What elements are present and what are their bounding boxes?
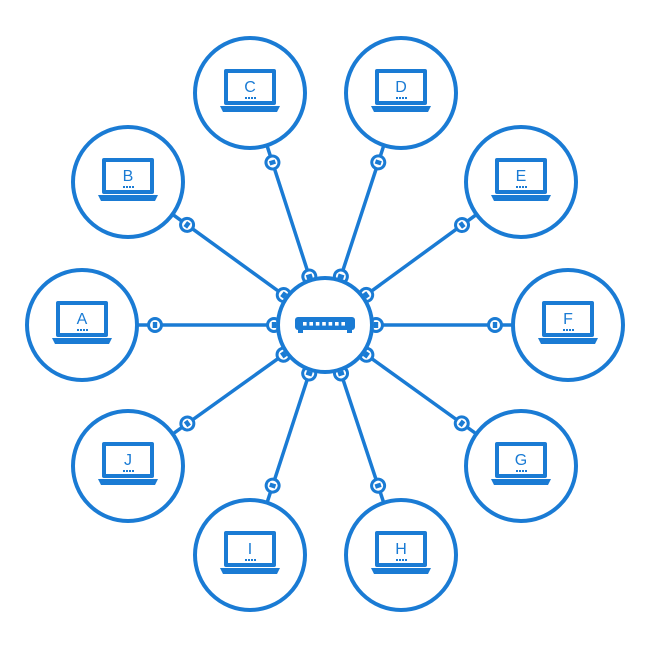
hub-switch[interactable] xyxy=(276,276,374,374)
ethernet-port-icon xyxy=(179,216,196,233)
laptop-icon xyxy=(52,301,112,344)
ethernet-port-icon xyxy=(487,317,503,333)
laptop-icon xyxy=(538,301,598,344)
network-switch-icon xyxy=(295,317,355,333)
laptop-icon xyxy=(220,531,280,574)
laptop-icon xyxy=(371,69,431,112)
node-h[interactable]: H xyxy=(344,498,458,612)
node-label-b: B xyxy=(123,168,134,185)
node-label-i: I xyxy=(248,541,252,558)
node-a[interactable]: A xyxy=(25,268,139,382)
ethernet-port-icon xyxy=(453,415,470,432)
node-d[interactable]: D xyxy=(344,36,458,150)
node-label-e: E xyxy=(516,168,527,185)
node-g[interactable]: G xyxy=(464,409,578,523)
laptop-icon xyxy=(371,531,431,574)
node-e[interactable]: E xyxy=(464,125,578,239)
node-c[interactable]: C xyxy=(193,36,307,150)
node-label-h: H xyxy=(395,541,407,558)
node-label-f: F xyxy=(563,311,573,328)
ethernet-port-icon xyxy=(179,415,196,432)
node-label-a: A xyxy=(77,311,88,328)
laptop-icon xyxy=(491,442,551,485)
node-label-c: C xyxy=(244,79,256,96)
node-label-j: J xyxy=(124,452,132,469)
ethernet-port-icon xyxy=(454,217,471,234)
laptop-icon xyxy=(220,69,280,112)
node-j[interactable]: J xyxy=(71,409,185,523)
ethernet-port-icon xyxy=(370,154,387,171)
node-b[interactable]: B xyxy=(71,125,185,239)
ethernet-port-icon xyxy=(264,477,281,494)
ethernet-port-icon xyxy=(370,477,387,494)
node-label-g: G xyxy=(515,452,527,469)
ethernet-port-icon xyxy=(264,154,281,171)
node-i[interactable]: I xyxy=(193,498,307,612)
laptop-icon xyxy=(98,158,158,201)
ethernet-port-icon xyxy=(147,317,163,333)
laptop-icon xyxy=(491,158,551,201)
laptop-icon xyxy=(98,442,158,485)
node-label-d: D xyxy=(395,79,407,96)
node-f[interactable]: F xyxy=(511,268,625,382)
